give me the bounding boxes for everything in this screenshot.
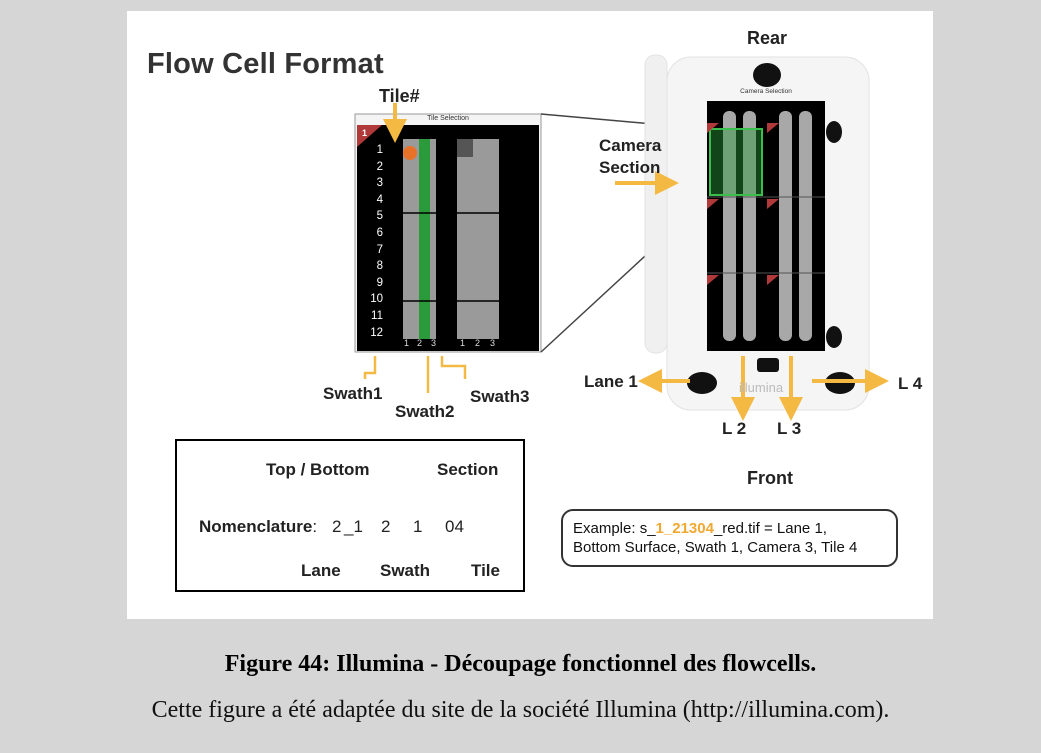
swath2-label: Swath2	[395, 402, 455, 421]
lane-label: Lane	[301, 561, 341, 580]
tile-number: 6	[376, 226, 383, 239]
tile-marker	[403, 146, 417, 160]
swath-label: Swath	[380, 561, 431, 580]
tile-number: 5	[376, 210, 383, 223]
flowcell-device	[644, 54, 870, 411]
tile-lane-right	[457, 139, 499, 339]
figure-caption-source: Cette figure a été adaptée du site de la…	[151, 697, 890, 723]
lane1-label: Lane 1	[584, 372, 638, 391]
tile-number: 12	[370, 326, 383, 339]
nomenclature-row: Nomenclature:	[199, 517, 318, 536]
swath-brackets	[363, 356, 467, 393]
tile-number: 4	[376, 193, 383, 206]
figure-caption-title: Figure 44: Illumina - Découpage fonction…	[224, 651, 817, 677]
tile-number: 10	[370, 293, 383, 306]
tile-number-list: 1 2 3 4 5 6 7 8 9 10 11 12	[363, 142, 383, 341]
lane4-label: L 4	[898, 374, 923, 393]
camera-section-highlight	[709, 128, 763, 196]
tile-selection-caption: Tile Selection	[427, 115, 469, 122]
tile-number: 3	[376, 177, 383, 190]
camera-section-label: Camera Section	[599, 136, 662, 177]
tile-number: 1	[376, 144, 383, 156]
figure-title: Flow Cell Format	[147, 48, 384, 80]
example-line1: Example: s_1_21304_red.tif = Lane 1,	[573, 520, 827, 537]
tile-selection-panel	[354, 113, 710, 353]
front-label: Front	[747, 468, 793, 488]
figure-panel: Flow Cell Format	[127, 11, 933, 619]
tile-number: 9	[376, 276, 383, 289]
rear-label: Rear	[747, 28, 788, 48]
lane3-label: L 3	[777, 419, 802, 438]
section-label: Section	[437, 460, 499, 479]
example-line2: Bottom Surface, Swath 1, Camera 3, Tile …	[573, 539, 858, 556]
tile-label: Tile	[471, 561, 500, 580]
lane2-label: L 2	[722, 419, 747, 438]
brand-watermark: illumina	[739, 380, 784, 395]
tile-green-strip	[419, 139, 430, 339]
nomenclature-box: Top / Bottom Section Nomenclature: 2 _1 …	[175, 439, 525, 592]
flowcell-diagram	[343, 54, 889, 551]
tile-badge	[357, 125, 382, 147]
tile-number: 2	[376, 160, 383, 173]
swath1-label: Swath1	[323, 384, 383, 403]
swath3-label: Swath3	[470, 387, 530, 406]
example-box: Example: s_1_21304_red.tif = Lane 1, Bot…	[561, 509, 898, 567]
tile-number: 7	[376, 243, 383, 256]
tile-number: 11	[371, 309, 383, 322]
camera-selection-caption: Camera Selection	[740, 88, 792, 95]
top-bottom-label: Top / Bottom	[266, 460, 370, 479]
tile-number: 8	[376, 260, 383, 273]
tile-number-label: Tile#	[379, 86, 420, 106]
